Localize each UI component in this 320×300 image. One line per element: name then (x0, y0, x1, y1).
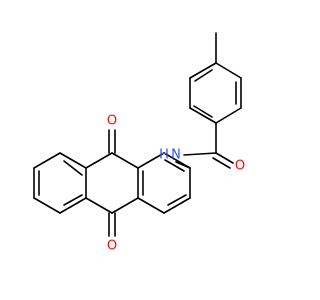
anthraquinone-right-ring (137, 152, 191, 214)
amide-nitrogen-label: N (171, 148, 181, 163)
quinone-ring (85, 129, 139, 237)
bond (193, 105, 213, 118)
bond (167, 194, 187, 206)
ketone-oxygen-top-label: O (107, 114, 117, 129)
bond (137, 197, 165, 214)
bond (189, 107, 217, 124)
structure-canvas: N H O O O (33, 32, 245, 254)
bond (215, 62, 242, 79)
bond (63, 160, 83, 176)
bond (163, 197, 191, 214)
bond (189, 62, 217, 79)
bond (215, 107, 242, 124)
bond (164, 159, 185, 172)
bond (63, 194, 83, 206)
molecule-structure: N H O O O (33, 32, 245, 254)
toluoyl-ring (189, 62, 242, 124)
bond (59, 152, 87, 169)
bond (212, 157, 231, 169)
bond (85, 197, 113, 214)
anthraquinone-left-ring (33, 152, 87, 214)
bond (111, 152, 139, 169)
bond (183, 152, 217, 156)
bond (85, 152, 113, 169)
bond (137, 152, 165, 169)
bond (163, 152, 191, 169)
amide-hydrogen-label: H (159, 148, 169, 163)
ketone-oxygen-bottom-label: O (107, 239, 117, 254)
bond (33, 152, 61, 169)
bond (59, 197, 87, 214)
bond (215, 152, 234, 164)
bond (111, 197, 139, 214)
bond (194, 69, 213, 82)
bond (33, 197, 61, 214)
amide-group (175, 122, 234, 169)
amide-oxygen-label: O (235, 159, 245, 174)
